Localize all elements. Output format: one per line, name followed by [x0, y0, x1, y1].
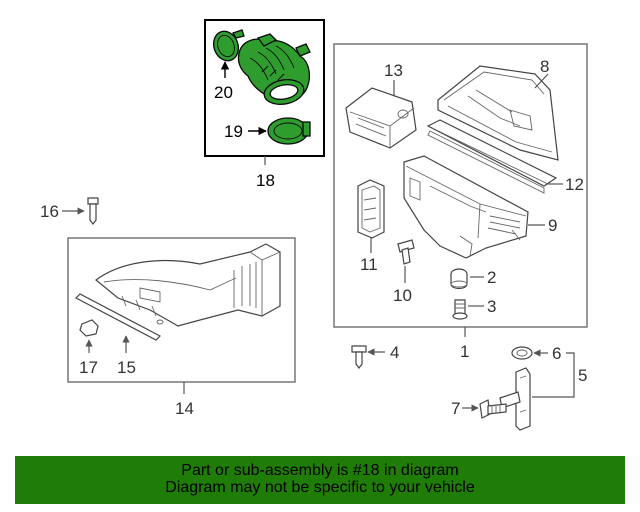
callout-9: 9 — [548, 216, 557, 235]
callout-16: 16 — [40, 202, 59, 221]
callout-3: 3 — [487, 297, 496, 316]
assembly-14-group[interactable]: 15 17 — [67, 237, 296, 383]
callout-13: 13 — [384, 61, 403, 80]
callout-19: 19 — [224, 122, 243, 141]
part-13-resonator[interactable] — [345, 87, 417, 149]
info-banner: Part or sub-assembly is #18 in diagram D… — [15, 456, 625, 504]
part-17-grommet[interactable] — [79, 319, 99, 337]
part-19-clamp[interactable] — [267, 117, 311, 145]
part-12-filter-element[interactable] — [426, 119, 558, 194]
callout-17: 17 — [79, 358, 98, 377]
callout-10: 10 — [393, 286, 412, 305]
assembly-1-group[interactable]: 8 13 12 9 — [333, 43, 588, 328]
part-18-air-duct[interactable] — [237, 33, 311, 107]
assembly-18-group[interactable]: 20 19 — [204, 19, 325, 157]
part-7-bolt[interactable] — [479, 399, 507, 419]
part-10-bolt[interactable] — [397, 239, 415, 265]
intake-duct[interactable] — [95, 243, 281, 327]
part-8-upper-cover[interactable] — [437, 65, 559, 161]
assembly-1-frame — [333, 43, 588, 328]
part-3-stud[interactable] — [452, 299, 468, 320]
part-9-lower-case[interactable] — [403, 155, 529, 259]
callout-18: 18 — [256, 171, 275, 190]
callout-14: 14 — [175, 399, 194, 418]
callout-5: 5 — [578, 366, 587, 385]
part-15-seal-strip[interactable] — [74, 293, 162, 341]
banner-line-1: Part or sub-assembly is #18 in diagram — [181, 462, 459, 479]
callout-7: 7 — [451, 399, 460, 418]
part-4-clip[interactable] — [351, 345, 367, 369]
part-20-seal[interactable] — [210, 28, 245, 64]
part-11-sensor[interactable] — [357, 179, 385, 239]
part-5-bracket[interactable] — [499, 367, 531, 431]
assembly-14-frame — [67, 237, 296, 383]
callout-2: 2 — [487, 268, 496, 287]
callout-20: 20 — [214, 83, 233, 102]
callout-11: 11 — [360, 255, 378, 274]
callout-1: 1 — [460, 342, 469, 361]
callout-8: 8 — [540, 57, 549, 76]
callout-15: 15 — [117, 358, 136, 377]
banner-line-2: Diagram may not be specific to your vehi… — [165, 479, 475, 496]
callout-4: 4 — [390, 343, 399, 362]
callout-6: 6 — [552, 344, 561, 363]
part-6-grommet[interactable] — [511, 346, 533, 360]
part-2-grommet[interactable] — [450, 268, 468, 290]
callout-12: 12 — [565, 175, 584, 194]
part-16-clip[interactable] — [87, 197, 99, 225]
